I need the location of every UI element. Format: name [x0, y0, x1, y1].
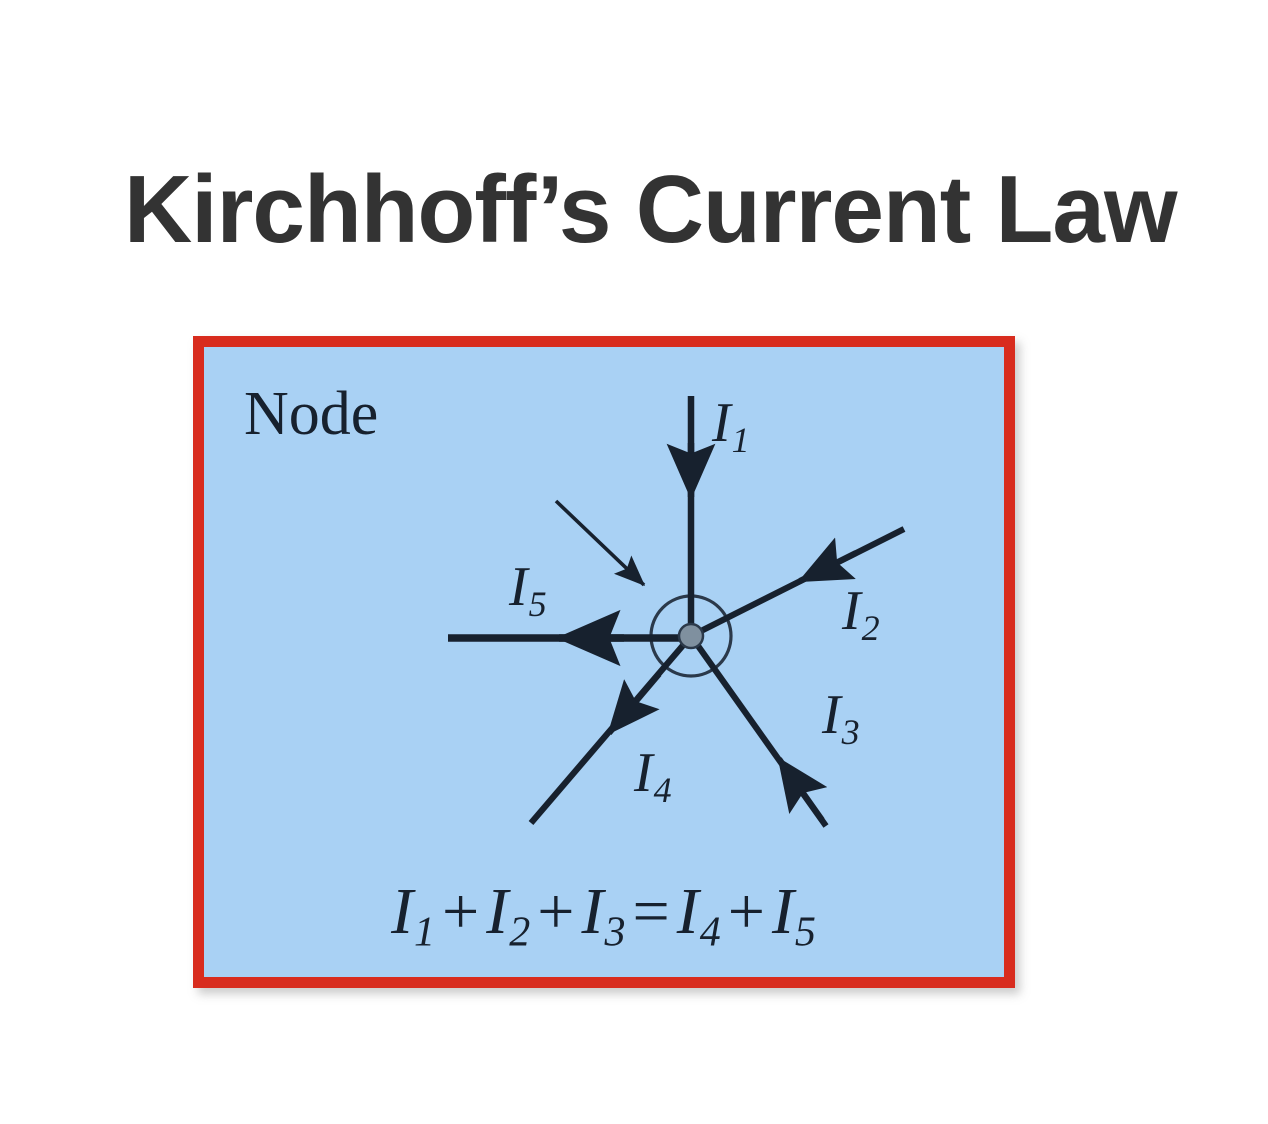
- current-symbol-i1: I: [712, 392, 731, 454]
- current-label-i5: I5: [509, 559, 547, 622]
- current-subscript-i5: 5: [528, 583, 547, 624]
- equation-term-3: I3: [581, 875, 627, 956]
- branch-i4: [528, 633, 694, 826]
- circuit-figure-canvas: Node I1 I2 I3 I4 I5 I1+I2+I3=I4+I5: [204, 347, 1004, 977]
- node-pointer-arrow: [554, 499, 646, 587]
- current-label-i1: I1: [712, 395, 750, 458]
- page-title: Kirchhoff’s Current Law: [124, 156, 1178, 263]
- current-symbol-i4: I: [634, 742, 653, 804]
- circuit-node-diagram: [448, 396, 906, 828]
- equation-operator-1: +: [442, 875, 481, 948]
- current-symbol-i2: I: [842, 580, 861, 642]
- equation-operator-3: +: [727, 875, 766, 948]
- current-label-i3: I3: [822, 687, 860, 750]
- branch-i2: [689, 526, 906, 639]
- current-symbol-i3: I: [822, 684, 841, 746]
- equation-operator-2: +: [537, 875, 576, 948]
- circuit-figure-frame: Node I1 I2 I3 I4 I5 I1+I2+I3=I4+I5: [193, 336, 1015, 988]
- kcl-equation: I1+I2+I3=I4+I5: [204, 879, 1004, 954]
- current-subscript-i1: 1: [731, 419, 750, 460]
- current-subscript-i4: 4: [653, 769, 672, 810]
- node-dot: [677, 622, 705, 650]
- current-label-i4: I4: [634, 745, 672, 808]
- branch-i3: [688, 634, 829, 828]
- current-label-i2: I2: [842, 583, 880, 646]
- current-subscript-i3: 3: [841, 711, 860, 752]
- current-symbol-i5: I: [509, 556, 528, 618]
- node-label: Node: [244, 380, 379, 448]
- equation-term-4: I4: [676, 875, 722, 956]
- equation-term-2: I2: [486, 875, 532, 956]
- equation-term-5: I5: [771, 875, 817, 956]
- current-subscript-i2: 2: [861, 607, 880, 648]
- equation-term-1: I1: [391, 875, 437, 956]
- equation-operator-equals: =: [632, 875, 671, 948]
